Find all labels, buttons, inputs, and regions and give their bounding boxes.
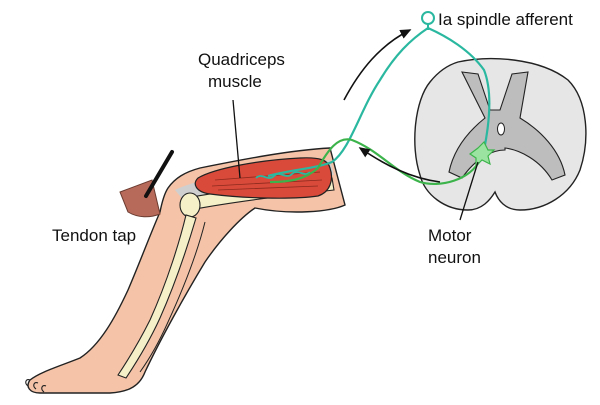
- quadriceps-label-line1: Quadriceps: [198, 50, 285, 70]
- afferent-direction-arrow: [344, 30, 410, 100]
- central-canal: [498, 123, 505, 135]
- motor-neuron-label-line2: neuron: [428, 248, 481, 268]
- patella: [180, 193, 200, 217]
- ia-afferent-label: Ia spindle afferent: [438, 10, 573, 30]
- tendon-tap-label: Tendon tap: [52, 226, 136, 246]
- quadriceps-label-line2: muscle: [208, 72, 262, 92]
- dorsal-root-ganglion: [422, 12, 434, 24]
- quadriceps-muscle: [195, 158, 331, 198]
- motor-neuron-label-line1: Motor: [428, 226, 471, 246]
